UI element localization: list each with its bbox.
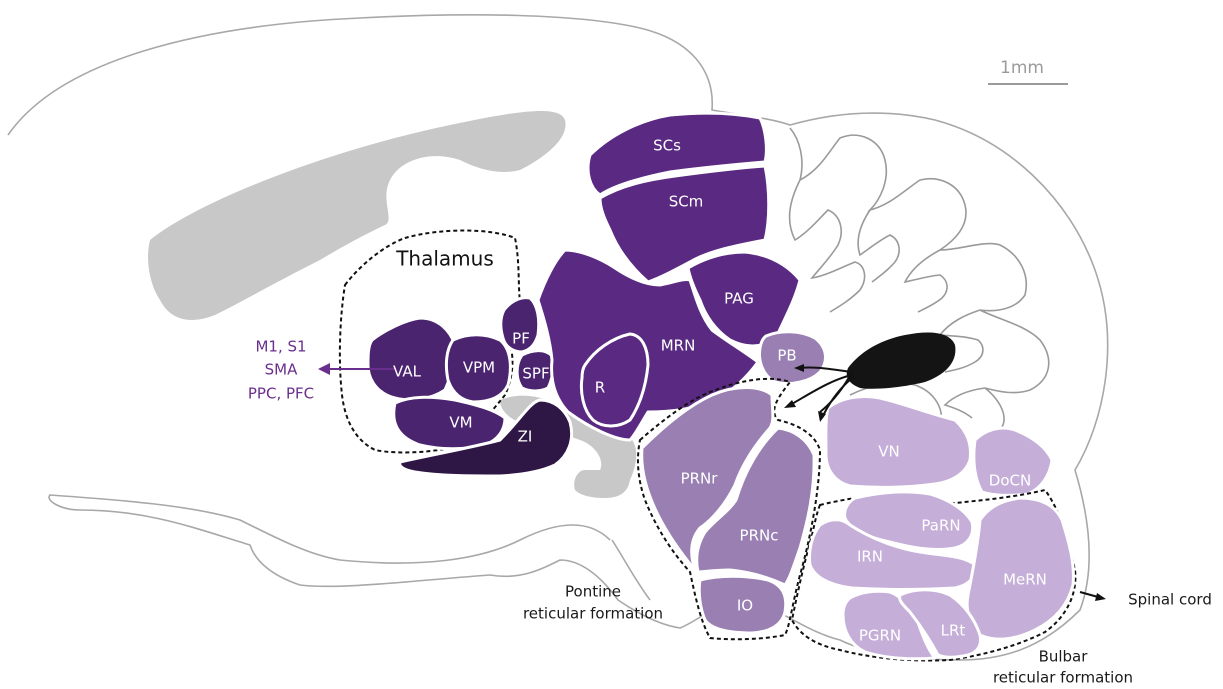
label-PAG: PAG [724, 290, 754, 308]
label-PRNc: PRNc [740, 527, 779, 545]
label-LRt: LRt [941, 622, 966, 640]
cortical-targets: M1, S1 SMA PPC, PFC [248, 338, 314, 403]
label-PGRN: PGRN [859, 627, 901, 645]
cortical-target-line1: M1, S1 [255, 338, 306, 356]
label-MeRN: MeRN [1003, 571, 1047, 589]
thalamic-nuclei [368, 298, 572, 476]
label-SCm: SCm [669, 193, 704, 211]
scale-bar-label: 1mm [1000, 58, 1044, 78]
label-PF: PF [512, 330, 530, 348]
label-VAL: VAL [393, 363, 422, 381]
label-IO: IO [737, 597, 753, 615]
label-SCs: SCs [653, 137, 681, 155]
cerebellar-nucleus [847, 332, 956, 388]
label-SPF: SPF [522, 365, 549, 383]
label-VM: VM [449, 414, 472, 432]
bulbar-rf-line1: Bulbar [1039, 648, 1089, 666]
cortical-target-line2: SMA [265, 361, 298, 379]
label-PaRN: PaRN [921, 517, 960, 535]
label-PRNr: PRNr [681, 470, 719, 488]
spinal-cord-label: Spinal cord [1128, 591, 1212, 609]
label-ZI: ZI [518, 428, 533, 446]
label-R: R [595, 379, 605, 397]
bulbar-rf-line2: reticular formation [993, 669, 1133, 687]
thalamus-label: Thalamus [395, 247, 494, 271]
region-VAL[interactable] [368, 318, 456, 400]
bulbar-rf-label: Bulbar reticular formation [993, 648, 1133, 687]
label-DoCN: DoCN [989, 472, 1031, 490]
label-PB: PB [777, 347, 796, 365]
pontine-rf-line2: reticular formation [523, 605, 663, 623]
label-VN: VN [878, 443, 899, 461]
label-MRN: MRN [661, 337, 696, 355]
pontine-rf-line1: Pontine [565, 583, 621, 601]
label-VPM: VPM [463, 359, 495, 377]
scale-bar: 1mm [988, 58, 1068, 84]
lateral-ventricle [148, 111, 566, 320]
cortical-target-line3: PPC, PFC [248, 385, 314, 403]
region-MeRN[interactable] [967, 498, 1073, 639]
label-IRN: IRN [857, 548, 883, 566]
